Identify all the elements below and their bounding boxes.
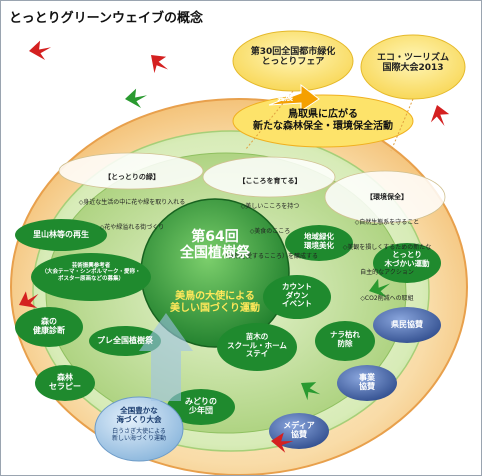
note-bubble-midori [58, 152, 204, 190]
bubble-art-label: 芸術振興参考者 （大会テーマ・シンボルマーク・愛称・ ポスター原画などの募集） [41, 263, 141, 282]
note-midori-line: ◇身近な生活の中に花や緑を取り入れる [78, 198, 186, 206]
page-title: とっとりグリーンウェイブの概念 [9, 11, 203, 26]
bubble-kenko [15, 307, 83, 347]
note-bubble-kankyo [324, 170, 446, 224]
bubble-media [269, 413, 329, 449]
bubble-kenmin [373, 307, 441, 343]
bubble-chiiki [285, 225, 353, 261]
bubble-satoyama [15, 219, 107, 251]
bubble-kigyo-label: 事業 協賛 [359, 373, 375, 392]
main-goal-label: 鳥取県に広がる 新たな森林保全・環境保全活動 [253, 109, 393, 132]
bubble-pre-label: プレ全国植樹祭 [97, 336, 153, 345]
bubble-matsugare [315, 321, 375, 361]
bubble-midori-shonen [167, 389, 235, 425]
connector-line [245, 90, 294, 150]
note-kankyo-line: ◇美観を損しくするための新たな [342, 244, 432, 252]
bubble-therapy-label: 森林 セラピー [49, 373, 81, 392]
bubble-satoyama-label: 里山林等の再生 [33, 230, 89, 239]
red-bird-icon [29, 40, 52, 61]
note-kankyo: 【環境保全】 ◇自然生態系を守ること ◇美観を損しくするための新たな 自主的なア… [327, 175, 447, 321]
green-bird-icon [369, 278, 391, 298]
bubble-kenmin-label: 県民協賛 [391, 320, 423, 329]
bubble-homestay [217, 323, 297, 371]
bubble-art [31, 253, 151, 301]
bubble-youth [94, 396, 184, 462]
red-bird-icon [271, 432, 294, 453]
note-kankyo-line: ◇CO2削減への取組 [360, 294, 414, 302]
note-midori: 【とっとりの緑】 ◇身近な生活の中に花や緑を取り入れる ◇花や緑溢れる街づくり [61, 155, 203, 250]
eco-label: エコ・ツーリズム 国際大会2013 [376, 53, 449, 74]
bubble-youth-label: 全国豊かな 海づくり大会 [116, 406, 162, 424]
note-kankyo-line: 自主的なアクション [360, 269, 414, 277]
bubble-matsugare-label: ナラ枯れ 防除 [330, 330, 360, 348]
red-bird-icon [430, 105, 450, 127]
bubble-countdown-label: カウント ダウン イベント [282, 282, 312, 309]
note-midori-line: ◇花や緑溢れる街づくり [99, 224, 165, 232]
bubble-media-label: メディア 協賛 [283, 421, 315, 440]
bubble-kozukai [373, 243, 441, 283]
note-bubble-kokoro [202, 156, 336, 198]
bubble-kozukai-label: とっとり 木づかい運動 [384, 250, 430, 268]
fair-label: 第30回全国都市緑化 とっとりフェア [250, 47, 336, 68]
develop-arrow [268, 83, 320, 112]
red-bird-icon [151, 55, 169, 74]
note-midori-title: 【とっとりの緑】 [104, 173, 160, 182]
bubble-homestay-label: 苗木の スクール・ホーム ステイ [227, 332, 287, 359]
connector-line [390, 98, 414, 152]
note-kokoro-line: ◇美食のこころ [249, 228, 291, 236]
note-kankyo-title: 【環境保全】 [366, 193, 408, 202]
note-kokoro: 【こころを育てる】 ◇美しいこころを持つ ◇美食のこころ （自然を愛するこころ）… [205, 159, 335, 280]
bubble-kigyo [337, 365, 397, 401]
develop-label: 発展 [277, 93, 293, 102]
main-goal-blob [232, 94, 414, 148]
bubble-chiiki-label: 地域緑化 環境美化 [304, 232, 334, 250]
green-bird-icon [125, 88, 148, 109]
note-kokoro-line: ◇美しいこころを持つ [240, 202, 300, 210]
bubble-kenko-label: 森の 健康診断 [33, 317, 65, 336]
bubble-youth-sub: 白うさぎ大使による 新しい海づくり運動 [111, 428, 166, 442]
note-kankyo-line: ◇自然生態系を守ること [354, 218, 420, 226]
bubble-countdown [263, 275, 331, 319]
bubble-therapy [35, 365, 95, 401]
bubble-midori-shonen-label: みどりの 少年団 [185, 397, 217, 416]
center-slogan: 美鳥の大使による 美しい国づくり運動 [170, 291, 260, 314]
red-bird-icon [19, 291, 39, 309]
center-title: 第64回 全国植樹祭 [180, 229, 250, 262]
upward-arrow [139, 313, 193, 401]
note-kokoro-title: 【こころを育てる】 [238, 177, 302, 186]
note-kokoro-line: （自然を愛するこころ）を醸成する [221, 253, 318, 261]
green-bird-icon [301, 382, 321, 401]
